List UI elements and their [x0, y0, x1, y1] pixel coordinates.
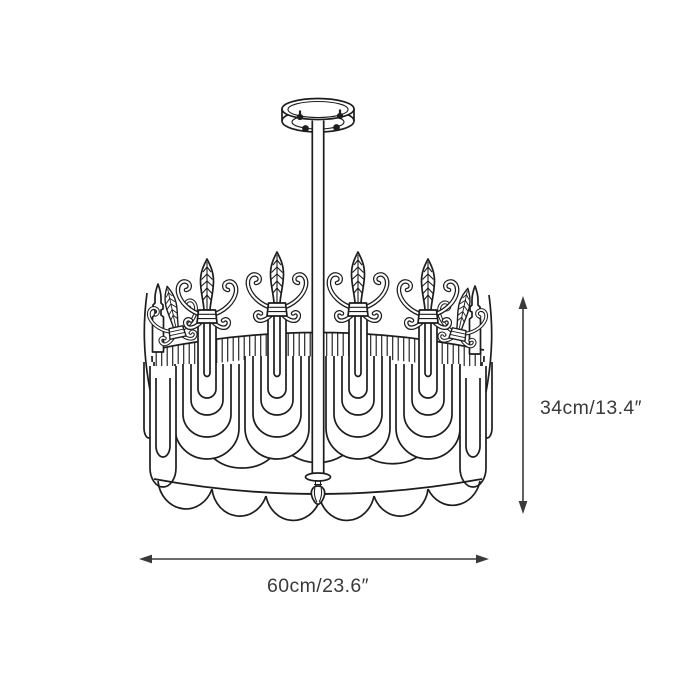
height-dimension-label: 34cm/13.4″ [540, 397, 642, 419]
height-dimension: 34cm/13.4″ [518, 296, 642, 514]
arrow-down-icon [518, 501, 528, 514]
crown-side-edge-left [143, 292, 151, 391]
arrow-up-icon [518, 296, 528, 309]
screw [296, 113, 304, 121]
drape-column [244, 356, 310, 460]
arrow-right-icon [476, 554, 489, 564]
width-dimension: 60cm/23.6″ [139, 554, 489, 597]
drape-channels [197, 316, 438, 399]
bottom-scallops [157, 480, 481, 522]
screw [336, 112, 344, 120]
mounting-screws [296, 109, 344, 132]
hanging-rod [311, 120, 325, 477]
width-dimension-label: 60cm/23.6″ [267, 575, 369, 597]
side-drape-right [459, 362, 493, 488]
arrow-left-icon [139, 554, 152, 564]
screw-pin [298, 110, 302, 115]
screw [302, 125, 309, 132]
crown-side-edge-right [485, 294, 493, 393]
dimension-annotations: 34cm/13.4″ 60cm/23.6″ [139, 296, 642, 597]
line-art [141, 97, 494, 522]
screw [333, 124, 340, 131]
screw-pin [338, 109, 342, 114]
fleur-de-lis-crown [141, 252, 494, 393]
side-drape-left [143, 362, 177, 488]
bottom-finial [304, 472, 332, 506]
